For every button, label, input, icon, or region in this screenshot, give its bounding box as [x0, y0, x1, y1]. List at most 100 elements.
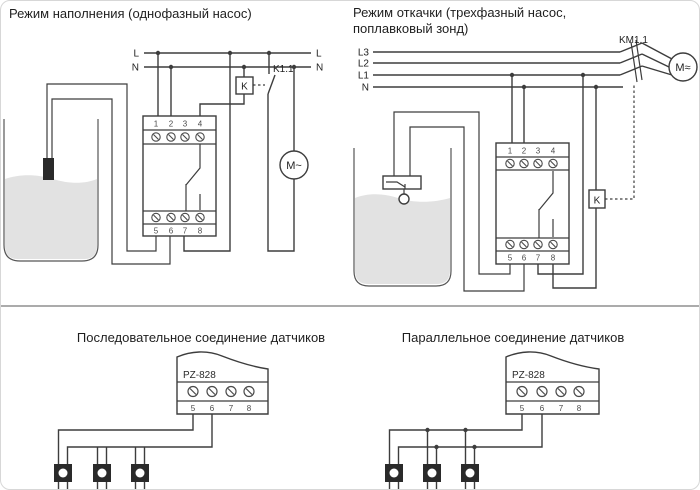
motor-single-phase — [279, 150, 309, 180]
contact-k11-blade — [267, 74, 276, 95]
screw-icon — [180, 212, 190, 223]
device-label: PZ-828 — [183, 370, 216, 381]
relay-coil-box — [588, 189, 606, 209]
junction-dot — [521, 84, 527, 90]
wire-contact-to-motor — [267, 94, 295, 252]
screw-icon — [225, 385, 237, 398]
screw-icon — [206, 385, 218, 398]
sensor — [93, 464, 111, 482]
terminal-number: 7 — [229, 404, 234, 413]
l2-line — [373, 53, 670, 68]
screw-icon — [243, 385, 255, 398]
sensor-leads — [57, 482, 146, 489]
l-label-left: L — [133, 49, 139, 60]
device-lines — [177, 381, 268, 402]
terminal-number: 7 — [536, 254, 541, 263]
terminal-number: 3 — [183, 120, 188, 129]
terminal-number: 6 — [169, 227, 174, 236]
n-label-left: N — [132, 63, 139, 74]
terminal-number: 6 — [540, 404, 545, 413]
screw-icon — [516, 385, 528, 398]
float-wire-b — [409, 126, 525, 292]
contactor-bars — [630, 39, 643, 83]
device-lines — [506, 381, 599, 402]
drain-mode-title-line1: Режим откачки (трехфазный насос, — [353, 5, 566, 20]
screw-icon — [548, 158, 558, 169]
level-probe — [43, 158, 54, 180]
water — [355, 194, 450, 284]
n-label: N — [362, 83, 369, 94]
terminal-number: 7 — [559, 404, 564, 413]
terminal-number: 6 — [522, 254, 527, 263]
tank-outline — [3, 119, 99, 262]
terminal-number: 5 — [508, 254, 513, 263]
sensor — [385, 464, 403, 482]
wire-term5-to-sensors — [57, 414, 194, 464]
screw-icon — [533, 158, 543, 169]
sensor-hole — [465, 468, 475, 478]
wire-coil-to-term4 — [199, 94, 245, 116]
parallel-title: Параллельное соединение датчиков — [402, 330, 625, 345]
sensor-hole — [58, 468, 68, 478]
screw-icon — [536, 385, 548, 398]
n-label-right: N — [316, 63, 323, 74]
junction-dot — [425, 427, 430, 433]
sensor-hole — [97, 468, 107, 478]
probe-wire-b — [51, 98, 171, 265]
device-body — [176, 351, 269, 415]
fill-mode-title: Режим наполнения (однофазный насос) — [9, 6, 252, 21]
terminal-number: 8 — [247, 404, 252, 413]
screw-icon — [555, 385, 567, 398]
junction-dot — [241, 64, 247, 70]
wire-term6-bus — [397, 414, 543, 464]
junction-dot — [434, 444, 439, 450]
module-lines — [143, 129, 216, 225]
screw-icon — [505, 158, 515, 169]
screw-icon — [533, 239, 543, 250]
terminal-number: 1 — [508, 147, 513, 156]
screw-icon — [548, 239, 558, 250]
float-wire-a — [393, 111, 511, 275]
l3-label: L3 — [358, 48, 370, 59]
terminal-number: 5 — [520, 404, 525, 413]
parallel-connection-diagram: Параллельное соединение датчиков PZ-828 … — [385, 330, 625, 489]
screw-icon — [151, 132, 161, 142]
l3-line — [373, 42, 673, 60]
sensor — [131, 464, 149, 482]
sensor — [461, 464, 479, 482]
terminal-number: 4 — [551, 147, 556, 156]
terminal-number: 5 — [191, 404, 196, 413]
l-label-right: L — [316, 49, 322, 60]
wire-term5-bus — [388, 414, 523, 464]
internal-contact — [538, 171, 554, 238]
wire-l-to-term7 — [183, 53, 231, 252]
terminal-number: 8 — [577, 404, 582, 413]
terminal-number: 7 — [183, 227, 188, 236]
terminal-number: 8 — [198, 227, 203, 236]
sensor-hole — [389, 468, 399, 478]
fill-mode-diagram: Режим наполнения (однофазный насос) L N … — [3, 6, 323, 265]
terminal-number: 2 — [522, 147, 527, 156]
bus-drops — [426, 430, 476, 464]
junction-dot — [580, 72, 586, 78]
sensor — [423, 464, 441, 482]
contactor-km11: KM1.1 — [619, 35, 648, 83]
terminal-number: 2 — [169, 120, 174, 129]
pz828-device-parallel: PZ-828 5 6 7 8 — [505, 351, 600, 415]
module-lines — [496, 156, 569, 252]
l2-label: L2 — [358, 59, 370, 70]
pz828-device-series: PZ-828 5 6 7 8 — [176, 351, 269, 415]
screw-icon — [573, 385, 585, 398]
terminal-number: 5 — [154, 227, 159, 236]
drain-mode-title-line2: поплавковый зонд) — [353, 21, 468, 36]
internal-contact — [185, 144, 201, 211]
terminal-number: 6 — [210, 404, 215, 413]
sensor-hole — [135, 468, 145, 478]
screw-icon — [195, 212, 205, 223]
junction-dot — [266, 50, 272, 56]
junction-dot — [155, 50, 161, 56]
screw-icon — [519, 158, 529, 169]
motor-label: M≈ — [675, 62, 690, 74]
l1-line — [373, 65, 673, 76]
